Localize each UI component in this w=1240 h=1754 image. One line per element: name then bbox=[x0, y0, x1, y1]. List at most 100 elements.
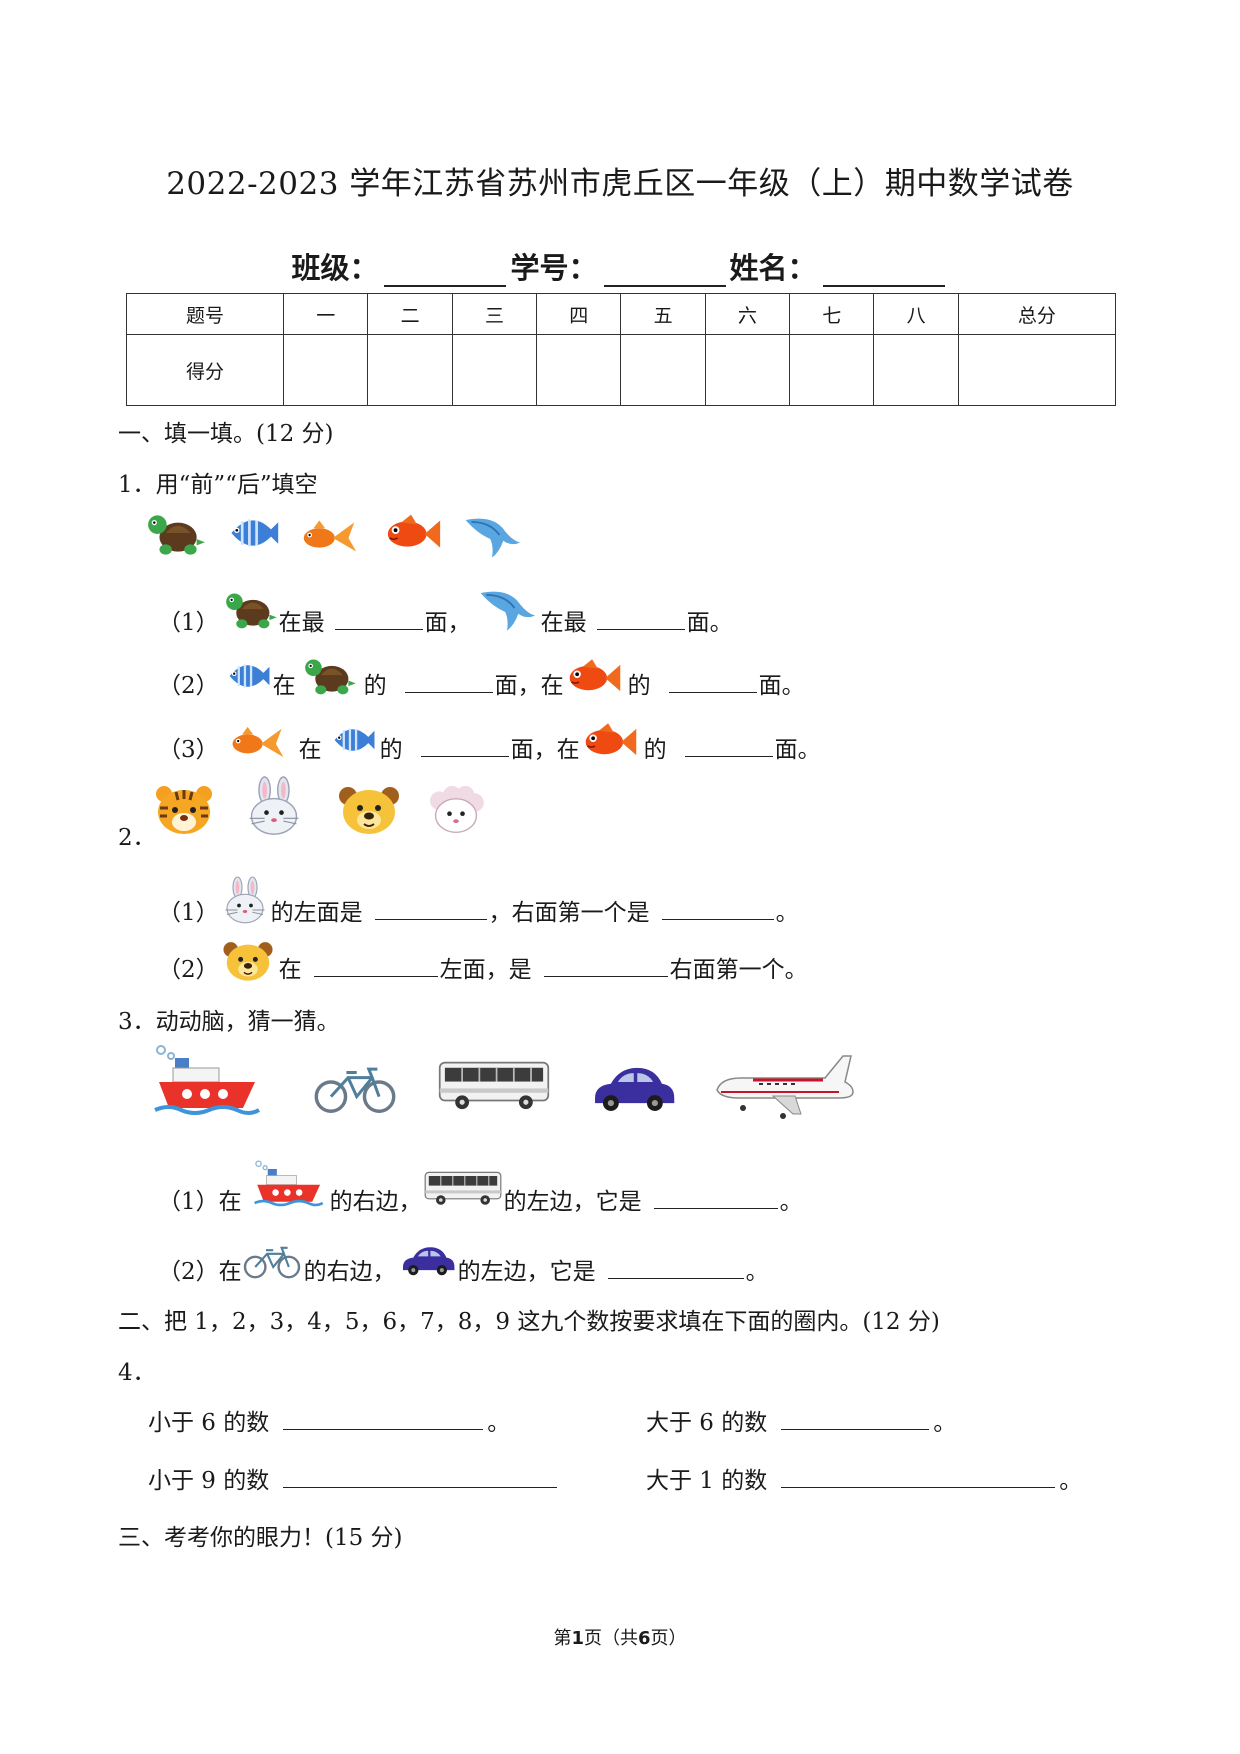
q2-sub-2-blank-1[interactable] bbox=[313, 952, 438, 977]
q1-sub-3-blank-1[interactable] bbox=[420, 732, 509, 757]
q4-greater-than-6: 大于 6 的数。 bbox=[646, 1403, 956, 1437]
score-cell[interactable] bbox=[283, 334, 369, 406]
score-cell[interactable] bbox=[451, 334, 538, 406]
q1-sub-1-blank-1[interactable] bbox=[334, 605, 423, 630]
q2-sub-1-blank-1[interactable] bbox=[374, 895, 487, 920]
score-cell[interactable] bbox=[873, 334, 959, 406]
boat-icon bbox=[252, 1159, 324, 1213]
q1-sub-2-blank-2[interactable] bbox=[668, 668, 757, 693]
q1-sub-2-num: （2） bbox=[158, 673, 219, 699]
q2-sub-2-num: （2） bbox=[158, 957, 219, 983]
q4-greater-than-6-blank[interactable] bbox=[781, 1405, 930, 1430]
bird-icon bbox=[462, 512, 522, 560]
q4-less-than-9-blank[interactable] bbox=[283, 1463, 558, 1488]
q3-sub-1-text-c: 。 bbox=[779, 1189, 803, 1215]
student-id-field[interactable] bbox=[603, 255, 726, 287]
q1-sub-3-text-c: 面，在 bbox=[510, 737, 580, 763]
q3-sub-2-text-c: 。 bbox=[745, 1259, 769, 1285]
q4-dot: 。 bbox=[487, 1410, 511, 1436]
q3-sub-1-text-b: 的左边，它是 bbox=[503, 1189, 642, 1215]
score-cell[interactable] bbox=[620, 334, 706, 406]
q2-sub-1-blank-2[interactable] bbox=[661, 895, 774, 920]
class-field[interactable] bbox=[384, 255, 507, 287]
question-4-num: 4． bbox=[118, 1360, 156, 1386]
q1-sub-2-blank-1[interactable] bbox=[404, 668, 493, 693]
q1-sub-3-num: （3） bbox=[158, 737, 219, 763]
q2-sub-2-blank-2[interactable] bbox=[543, 952, 668, 977]
score-cell[interactable] bbox=[367, 334, 453, 406]
q1-sub-3-blank-2[interactable] bbox=[684, 732, 773, 757]
q4-greater-than-1-blank[interactable] bbox=[781, 1463, 1056, 1488]
score-header-cell: 四 bbox=[536, 293, 622, 335]
q3-sub-2-text-a: 的右边， bbox=[303, 1259, 396, 1285]
score-header-cell: 三 bbox=[451, 293, 538, 335]
q1-sub-1-text-d: 面。 bbox=[686, 610, 733, 636]
score-header-cell: 题号 bbox=[125, 293, 285, 335]
turtle-icon bbox=[302, 653, 358, 699]
score-cell[interactable] bbox=[957, 334, 1117, 406]
q1-sub-2-text-c: 面，在 bbox=[494, 673, 564, 699]
question-3-heading: 3．动动脑，猜一猜。 bbox=[118, 1009, 340, 1035]
section-1-heading: 一、填一填。(12 分) bbox=[118, 421, 334, 447]
rabbit-icon bbox=[244, 776, 304, 838]
turtle-icon bbox=[223, 587, 279, 633]
q1-sub-1-num: （1） bbox=[158, 610, 219, 636]
blue-fish-icon bbox=[225, 655, 271, 697]
goldfish-icon bbox=[225, 722, 291, 762]
page-title: 2022-2023 学年江苏省苏州市虎丘区一年级（上）期中数学试卷 bbox=[166, 166, 1074, 202]
q1-sub-1-blank-2[interactable] bbox=[596, 605, 685, 630]
q2-sub-1-text-c: 。 bbox=[775, 900, 799, 926]
section-2-heading: 二、把 1，2，3，4，5，6，7，8，9 这九个数按要求填在下面的圈内。(12… bbox=[118, 1309, 940, 1335]
page-footer: 第1页（共6页） bbox=[0, 1624, 1240, 1650]
q3-sub-2-text-b: 的左边，它是 bbox=[457, 1259, 596, 1285]
q2-sub-1-text-a: 的左面是 bbox=[270, 900, 363, 926]
orange-fish-icon bbox=[382, 512, 444, 556]
bear-icon bbox=[336, 782, 402, 838]
score-header-cell: 五 bbox=[620, 293, 706, 335]
car-icon bbox=[398, 1245, 456, 1277]
orange-fish-icon bbox=[564, 657, 624, 699]
q2-sub-1: （1） 的左面是 ，右面第一个是 。 bbox=[158, 893, 799, 927]
score-header-cell: 二 bbox=[367, 293, 453, 335]
q3-sub-2: （2）在的右边，的左边，它是。 bbox=[158, 1252, 769, 1286]
score-cell[interactable] bbox=[536, 334, 622, 406]
score-header-cell: 七 bbox=[789, 293, 875, 335]
orange-fish-icon bbox=[580, 721, 640, 763]
question-1-heading: 1．用“前”“后”填空 bbox=[118, 472, 318, 498]
q4-greater-than-1: 大于 1 的数。 bbox=[646, 1461, 1082, 1495]
q4-dot: 。 bbox=[933, 1410, 957, 1436]
class-label: 班级： bbox=[291, 251, 379, 285]
blue-fish-icon bbox=[330, 719, 376, 761]
footer-middle: 页（共 bbox=[584, 1628, 638, 1649]
q1-sub-2-text-a: 在 bbox=[272, 673, 296, 699]
rabbit-icon bbox=[221, 876, 269, 926]
car-icon bbox=[588, 1064, 676, 1114]
footer-total-pages: 6 bbox=[638, 1628, 651, 1649]
q1-sub-2: （2）在的面，在的面。 bbox=[158, 666, 805, 700]
bus-icon bbox=[438, 1058, 550, 1112]
q2-sub-2-text-a: 在 bbox=[278, 957, 302, 983]
q1-sub-1-text-c: 在最 bbox=[540, 610, 587, 636]
q2-sub-2-text-b: 左面，是 bbox=[439, 957, 532, 983]
bear-icon bbox=[221, 938, 275, 984]
q1-sub-1-text-a: 在最 bbox=[278, 610, 325, 636]
bicycle-icon bbox=[242, 1242, 302, 1280]
q1-sub-3-text-b: 的 bbox=[379, 737, 403, 763]
q1-sub-2-text-e: 面。 bbox=[758, 673, 805, 699]
q4-less-than-6-blank[interactable] bbox=[283, 1405, 484, 1430]
score-cell[interactable] bbox=[704, 334, 791, 406]
q4-dot: 。 bbox=[1059, 1468, 1083, 1494]
name-label: 姓名： bbox=[729, 251, 817, 285]
q2-sub-2: （2）在左面，是右面第一个。 bbox=[158, 950, 808, 984]
name-field[interactable] bbox=[822, 255, 945, 287]
boat-icon bbox=[150, 1044, 262, 1124]
q2-sub-1-num: （1） bbox=[158, 900, 219, 926]
turtle-icon bbox=[145, 508, 207, 560]
score-cell[interactable] bbox=[789, 334, 875, 406]
bicycle-icon bbox=[312, 1060, 398, 1116]
q3-sub-2-blank[interactable] bbox=[607, 1254, 744, 1279]
score-table-header-row: 题号 一 二 三 四 五 六 七 八 总分 bbox=[125, 293, 1117, 335]
q4-less-than-9-label: 小于 9 的数 bbox=[148, 1468, 270, 1494]
q3-sub-1-blank[interactable] bbox=[653, 1184, 778, 1209]
q2-sub-1-text-b: ，右面第一个是 bbox=[488, 900, 650, 926]
